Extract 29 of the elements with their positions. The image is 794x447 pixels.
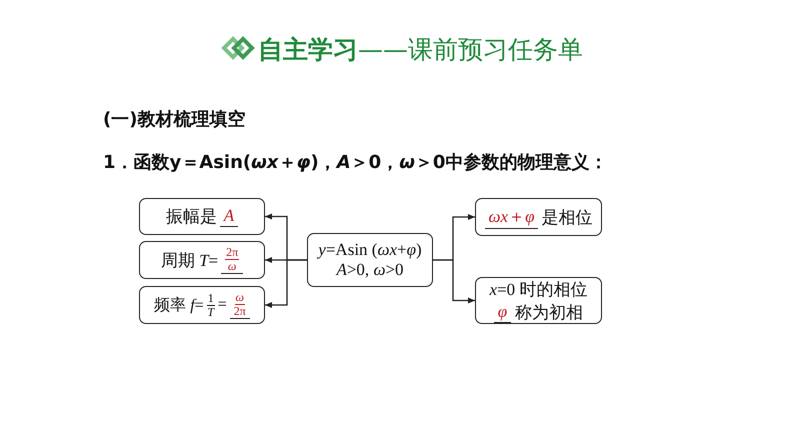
concept-box: [139, 198, 265, 235]
connector-arrow: [433, 259, 475, 304]
answer-text: ωx＋φ: [484, 205, 538, 229]
page-title: 自主学习——课前预习任务单: [258, 34, 583, 66]
label-text: 频率 f=: [154, 296, 204, 316]
denominator: 2π: [234, 305, 246, 318]
condition-text: A>0, ω>0: [336, 260, 404, 280]
answer-text: A: [220, 206, 238, 227]
label-text: 是相位: [541, 206, 592, 228]
numerator: 2π: [225, 246, 240, 260]
concept-box: [475, 277, 602, 324]
section-heading: (一)教材梳理填空: [103, 108, 246, 131]
concept-box: [307, 233, 433, 287]
equals-sign: =: [218, 296, 227, 314]
concept-box: [139, 241, 265, 279]
label-text: 称为初相: [515, 302, 584, 324]
label-text: 振幅是: [166, 206, 217, 228]
connector-arrow: [265, 259, 307, 308]
concept-box: [139, 286, 265, 324]
denominator: T: [207, 306, 214, 318]
answer-text: φ: [494, 302, 512, 322]
label-text: 周期 T=: [160, 250, 218, 272]
label-text: x=0 时的相位: [490, 278, 588, 300]
concept-box: [475, 198, 602, 236]
formula-text: y=Asin (ωx+φ): [318, 240, 422, 260]
numerator: ω: [234, 291, 245, 305]
numerator: 1: [206, 292, 215, 306]
denominator: ω: [228, 260, 236, 273]
question-text: 1．函数y＝Asin(ωx＋φ)，A＞0，ω＞0中参数的物理意义：: [103, 151, 608, 174]
